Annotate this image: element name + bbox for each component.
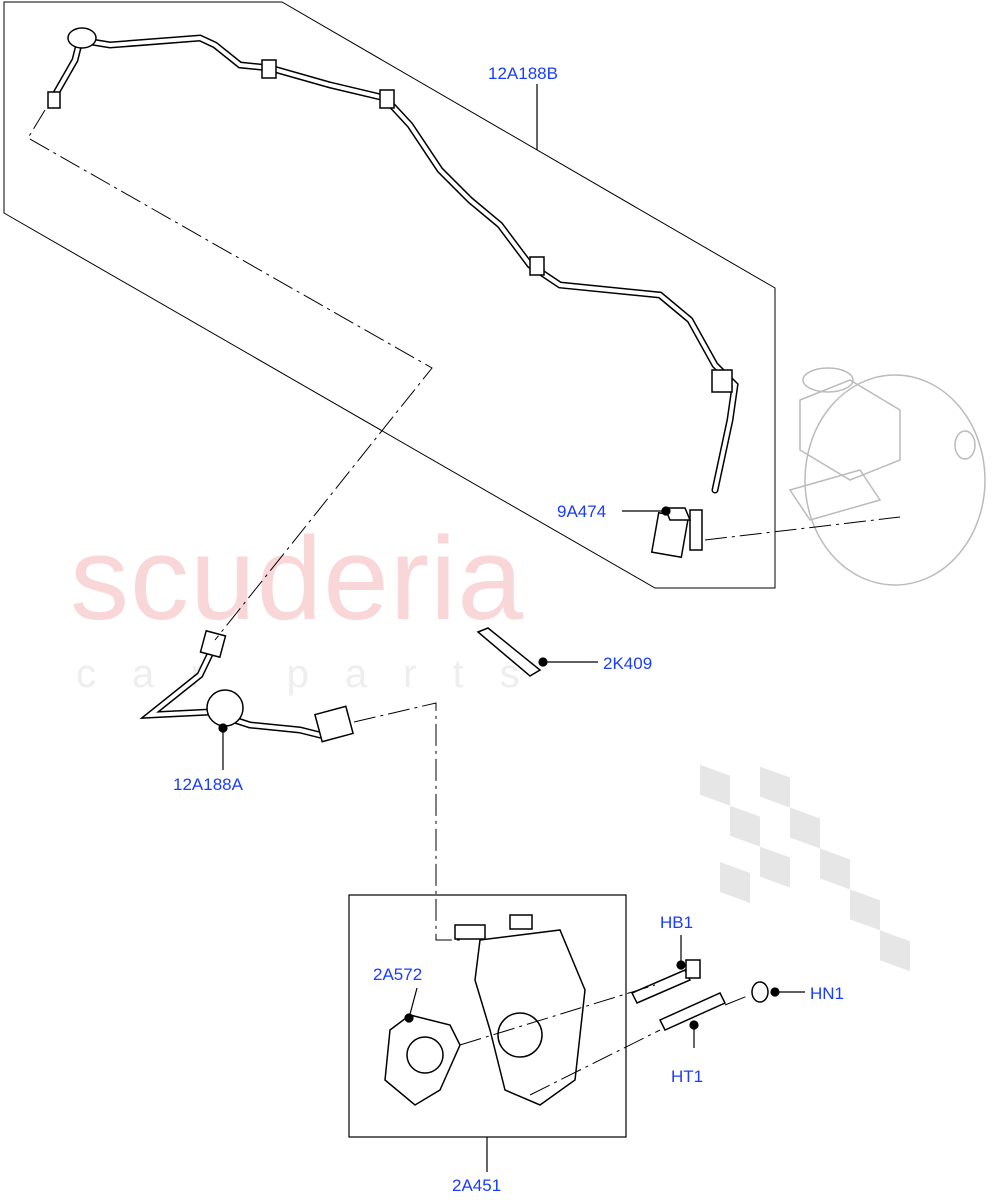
callout-12A188B[interactable]: 12A188B: [488, 64, 558, 83]
lower-hose-fittings: [199, 629, 354, 743]
watermark-subtitle: car parts: [76, 652, 556, 696]
callout-9A474[interactable]: 9A474: [557, 502, 607, 521]
upper-vacuum-hose: [51, 34, 739, 494]
pressure-sensor: [650, 507, 703, 559]
brake-booster: [788, 367, 986, 586]
bolts: [630, 959, 769, 1031]
watermark-brand: scuderia: [70, 513, 525, 645]
assembly-lines: [27, 109, 901, 1096]
hose-assembly-outline: [3, 1, 776, 589]
callout-12A188A[interactable]: 12A188A: [173, 775, 243, 794]
pump-gasket: [384, 1014, 461, 1106]
vacuum-pump: [454, 914, 586, 1106]
leader-lines: [218, 84, 805, 1172]
callout-HB1[interactable]: HB1: [660, 913, 694, 932]
hose-sleeve: [476, 627, 542, 677]
callout-2A451[interactable]: 2A451: [452, 1176, 502, 1195]
callout-HN1[interactable]: HN1: [810, 984, 845, 1003]
callout-2A572[interactable]: 2A572: [373, 965, 423, 984]
callout-2K409[interactable]: 2K409: [603, 654, 653, 673]
checkered-flag-watermark: [700, 764, 910, 972]
callout-HT1[interactable]: HT1: [671, 1067, 704, 1086]
hose-clips: [47, 27, 733, 393]
upper-vacuum-hose-inner: [53, 35, 738, 492]
